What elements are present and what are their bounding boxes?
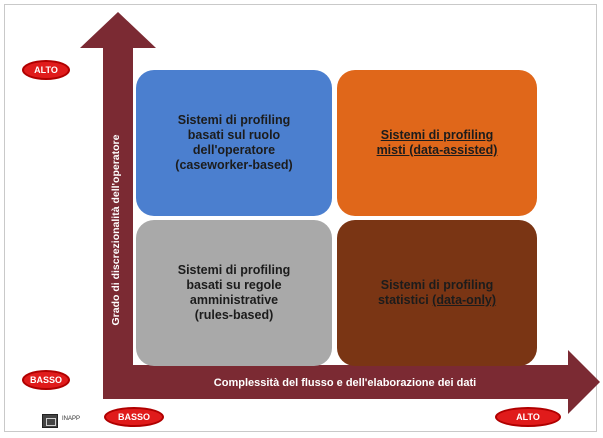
logo-text: INAPP bbox=[62, 416, 81, 422]
x-axis-label: Complessità del flusso e dell'elaborazio… bbox=[213, 377, 477, 389]
quadrant-line: Sistemi di profiling bbox=[177, 263, 291, 277]
quadrant-line: amministrative bbox=[189, 293, 279, 307]
quadrant-line: dell'operatore bbox=[192, 143, 276, 157]
y-axis-high-marker: ALTO bbox=[22, 60, 70, 80]
y-axis-label: Grado di discrezionalità dell'operatore bbox=[110, 134, 122, 326]
horizontal-axis-arrow bbox=[103, 350, 600, 414]
quadrant-line: (rules-based) bbox=[194, 308, 274, 322]
quadrant-line: misti (data-assisted) bbox=[376, 143, 498, 157]
quadrant-data-assisted: Sistemi di profiling misti (data-assiste… bbox=[337, 70, 537, 216]
quadrant-line: Sistemi di profiling bbox=[380, 278, 494, 292]
quadrant-line: Sistemi di profiling bbox=[380, 128, 494, 142]
quadrant-text-underlined: (data-only) bbox=[432, 293, 497, 307]
logo-icon bbox=[42, 414, 58, 428]
quadrant-caseworker-based: Sistemi di profiling basati sul ruolo de… bbox=[136, 70, 332, 216]
quadrant-line: basati su regole bbox=[186, 278, 282, 292]
vertical-axis-arrow bbox=[80, 12, 156, 382]
quadrant-data-only: Sistemi di profiling statistici (data-on… bbox=[337, 220, 537, 366]
x-axis-high-marker: ALTO bbox=[495, 407, 561, 427]
quadrant-rules-based: Sistemi di profiling basati su regole am… bbox=[136, 220, 332, 366]
quadrant-text: statistici bbox=[377, 293, 429, 307]
y-axis-low-marker: BASSO bbox=[22, 370, 70, 390]
quadrant-line: Sistemi di profiling bbox=[177, 113, 291, 127]
quadrant-line: statistici (data-only) bbox=[378, 293, 496, 308]
quadrant-line: basati sul ruolo bbox=[187, 128, 281, 142]
quadrant-line: (caseworker-based) bbox=[175, 158, 293, 172]
x-axis-low-marker: BASSO bbox=[104, 407, 164, 427]
